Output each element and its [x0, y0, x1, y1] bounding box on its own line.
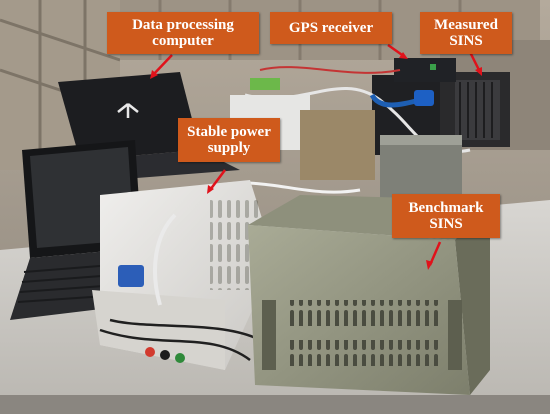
grey-device-top [380, 135, 462, 145]
arrowhead-benchmark-sins [426, 260, 433, 270]
callout-line-2: SINS [429, 216, 463, 232]
green-board [250, 78, 280, 90]
terminal-green [175, 353, 185, 363]
callout-line-1: Data processing [132, 17, 234, 33]
benchmark-vents-lower [290, 340, 440, 366]
gps-receiver-box [394, 58, 456, 82]
arrowhead-measured-sins [475, 67, 482, 76]
crate-plank [0, 0, 121, 170]
laptop-keys [17, 261, 166, 303]
callout-line-2: SINS [449, 33, 483, 49]
callout-line-1: Benchmark [408, 200, 484, 216]
callout-line-1: GPS receiver [288, 20, 374, 36]
callout-measured-sins: Measured SINS [420, 12, 512, 54]
measured-sins-heatsink [455, 80, 500, 140]
blue-connector [414, 90, 434, 106]
benchmark-vents-upper [290, 300, 440, 326]
benchmark-handle-right [448, 300, 462, 370]
arrow-data-processing-computer [151, 54, 173, 77]
gps-led [430, 64, 436, 70]
laptop-logo [117, 103, 139, 118]
arrowhead-stable-power-supply [207, 185, 214, 194]
arrow-benchmark-sins [428, 241, 442, 266]
table-shadow [0, 395, 550, 414]
heatsink-fins [459, 82, 493, 138]
brown-box [300, 110, 375, 180]
terminal-black [160, 350, 170, 360]
callout-line-2: computer [152, 33, 214, 49]
callout-data-processing-computer: Data processing computer [107, 12, 259, 54]
callout-line-2: supply [207, 140, 251, 156]
callout-benchmark-sins: Benchmark SINS [392, 194, 500, 238]
power-supply-front [92, 290, 225, 370]
callout-line-1: Stable power [187, 124, 271, 140]
arrowhead-data-processing-computer [150, 70, 158, 79]
terminal-red [145, 347, 155, 357]
benchmark-sins-side [455, 200, 490, 395]
black-cables [99, 318, 261, 362]
arrowhead-gps-receiver [399, 52, 408, 59]
grey-device [380, 135, 462, 205]
callout-stable-power-supply: Stable power supply [178, 118, 280, 162]
arrow-stable-power-supply [209, 169, 226, 191]
power-cable [153, 213, 177, 306]
rs232-connector [118, 265, 144, 287]
cable-red [259, 66, 401, 74]
callout-gps-receiver: GPS receiver [270, 12, 392, 44]
benchmark-handle-left [262, 300, 276, 370]
callout-line-1: Measured [434, 17, 498, 33]
